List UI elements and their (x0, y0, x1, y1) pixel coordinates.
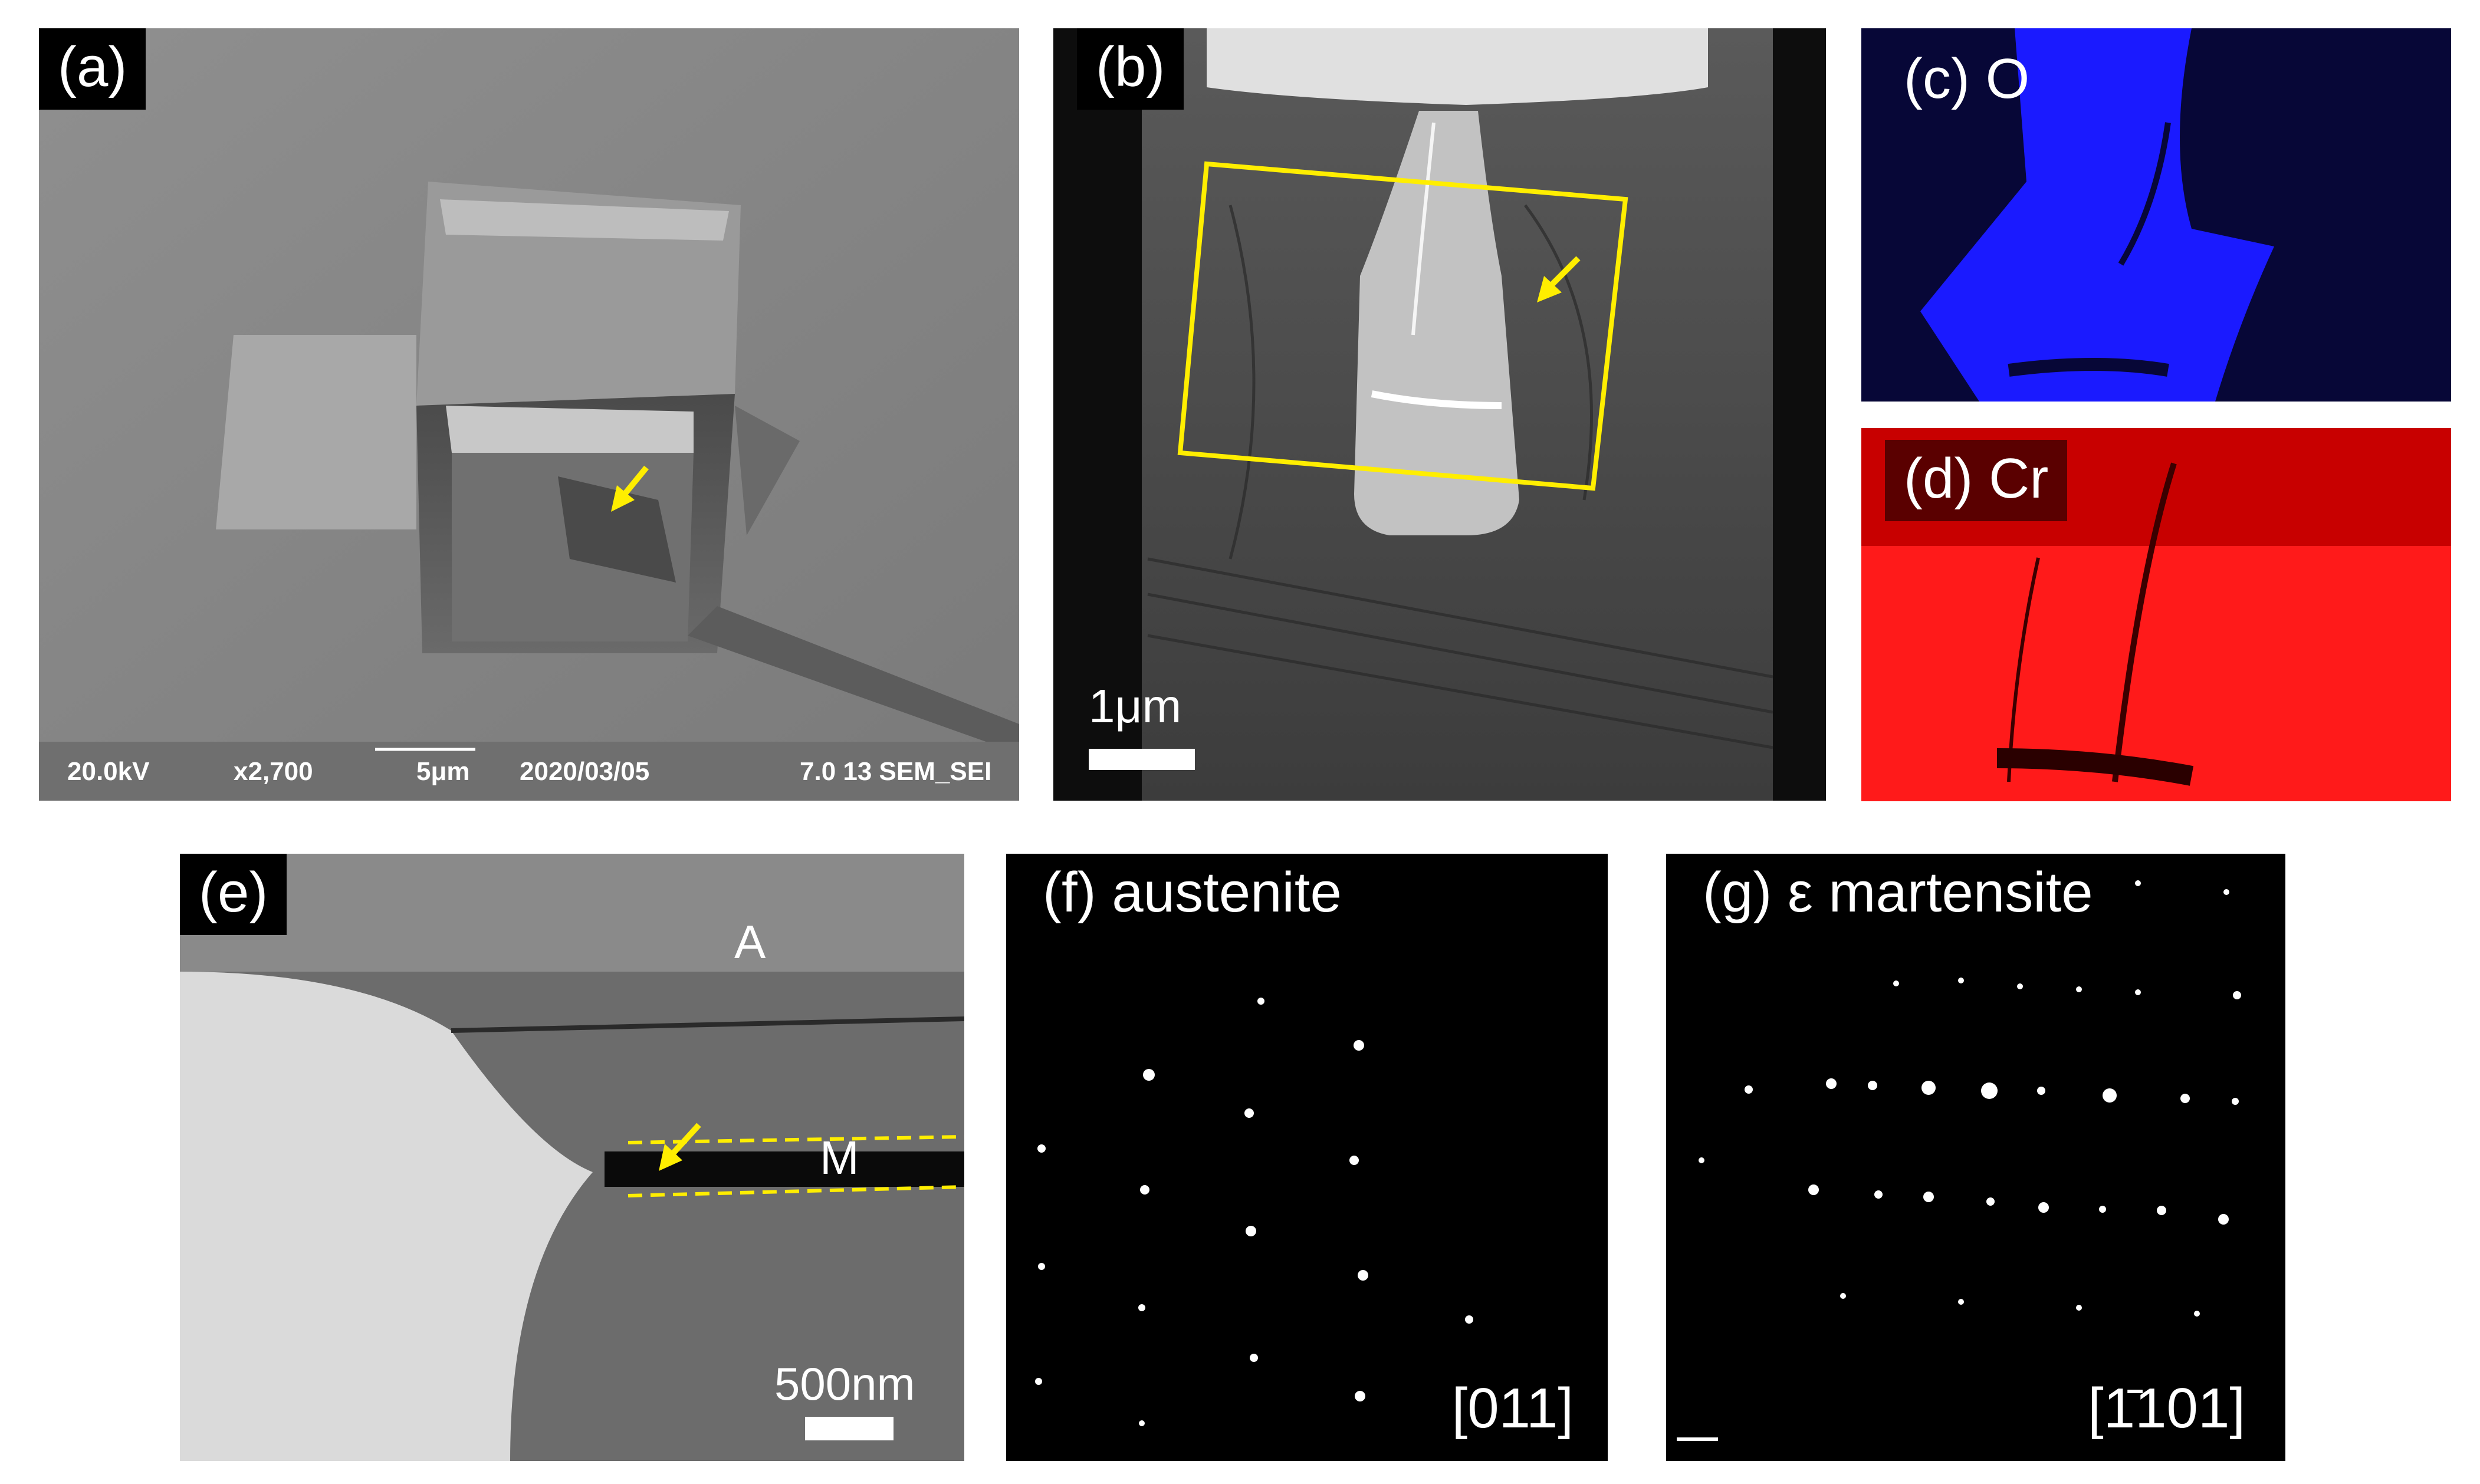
tem-micrograph-e (180, 854, 964, 1461)
panel-c-label: (c) O (1904, 47, 2030, 110)
oxygen-eds-map (1861, 28, 2451, 402)
zone-axis-f: [011] (1437, 1370, 1588, 1447)
panel-g-martensite-diffraction: (g) ε martensite [1̄101] (1666, 854, 2285, 1461)
sem-micrograph (39, 28, 1019, 801)
panel-f-label: (f) austenite (1024, 854, 1361, 935)
region-a-label: A (734, 916, 766, 968)
panel-f-austenite-diffraction: (f) austenite [011] (1006, 854, 1608, 1461)
panel-e-tem-image: (e) A M 500nm (180, 854, 964, 1461)
martensite-diffraction-pattern (1677, 880, 2241, 1441)
sem-voltage: 20.0kV (67, 757, 150, 786)
panel-a-sem-image: (a) 20.0kV x2,700 5μm 2020/03/05 7.0 13 … (39, 28, 1019, 801)
analysis-region-box (1177, 161, 1628, 491)
region-m-label: M (820, 1131, 859, 1184)
austenite-diffraction-pattern (1035, 998, 1473, 1426)
sem-info-bar: 20.0kV x2,700 5μm 2020/03/05 7.0 13 SEM_… (39, 743, 1019, 801)
panel-e-label: (e) (180, 854, 287, 935)
panel-g-label: (g) ε martensite (1684, 854, 2112, 935)
panel-d-chromium-map: (d) Cr (1861, 428, 2451, 801)
panel-b-tem-image: (b) 1μm (1053, 28, 1826, 801)
panel-b-label: (b) (1077, 28, 1184, 110)
panel-c-oxygen-map: (c) O (1861, 28, 2451, 402)
sem-scale: 5μm (416, 757, 470, 786)
arrow-icon (659, 1123, 701, 1171)
panel-a-label: (a) (39, 28, 146, 110)
scale-bar-label-e: 500nm (774, 1358, 915, 1410)
scale-bar-label-b: 1μm (1089, 680, 1182, 732)
sem-info: 7.0 13 SEM_SEI (800, 757, 992, 786)
arrow-icon (1537, 256, 1581, 302)
tem-micrograph (1053, 28, 1826, 801)
arrow-icon (611, 465, 649, 512)
zone-axis-g: [1̄101] (2074, 1370, 2259, 1447)
sem-date: 2020/03/05 (520, 757, 650, 786)
sem-magnification: x2,700 (234, 757, 313, 786)
panel-d-label: (d) Cr (1885, 440, 2068, 521)
